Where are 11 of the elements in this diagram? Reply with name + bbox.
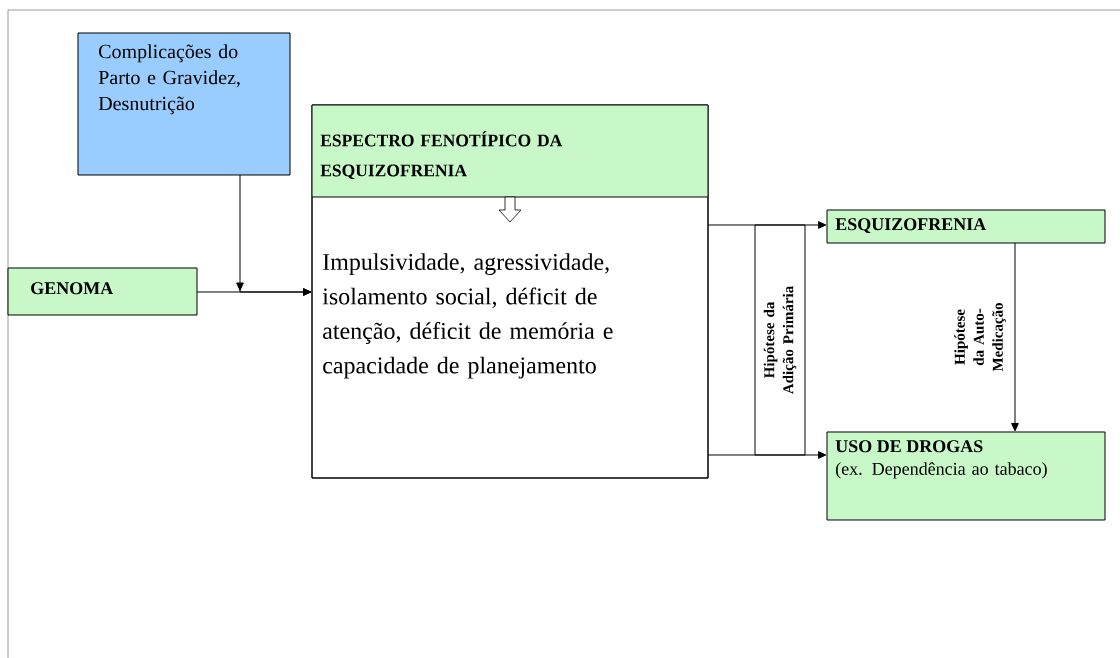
outcome-box: USO DE DROGAS (ex. Dependência ao tabaco) [826,431,1106,521]
phenotype-box: ESPECTRO FENOTÍPICO DA ESQUIZOFRENIA Impulsividade, agressividade, isolamento social, déficit de atenção, déficit de memória e capacidade de planejamento [311,104,709,479]
hypothesis-box: Hipótese da Adição Primária [754,224,806,456]
outcome-box: ESQUIZOFRENIA [826,209,1106,244]
arrow [707,221,827,229]
outcome-box: GENOMA [7,267,198,316]
factor-box: Complicações do Parto e Gravidez, Desnutrição [77,32,291,176]
arrow [196,288,312,296]
arrow [1011,242,1019,432]
arrow [707,451,827,459]
edge-label: Hipótese da Auto-Medicação [954,303,1006,372]
